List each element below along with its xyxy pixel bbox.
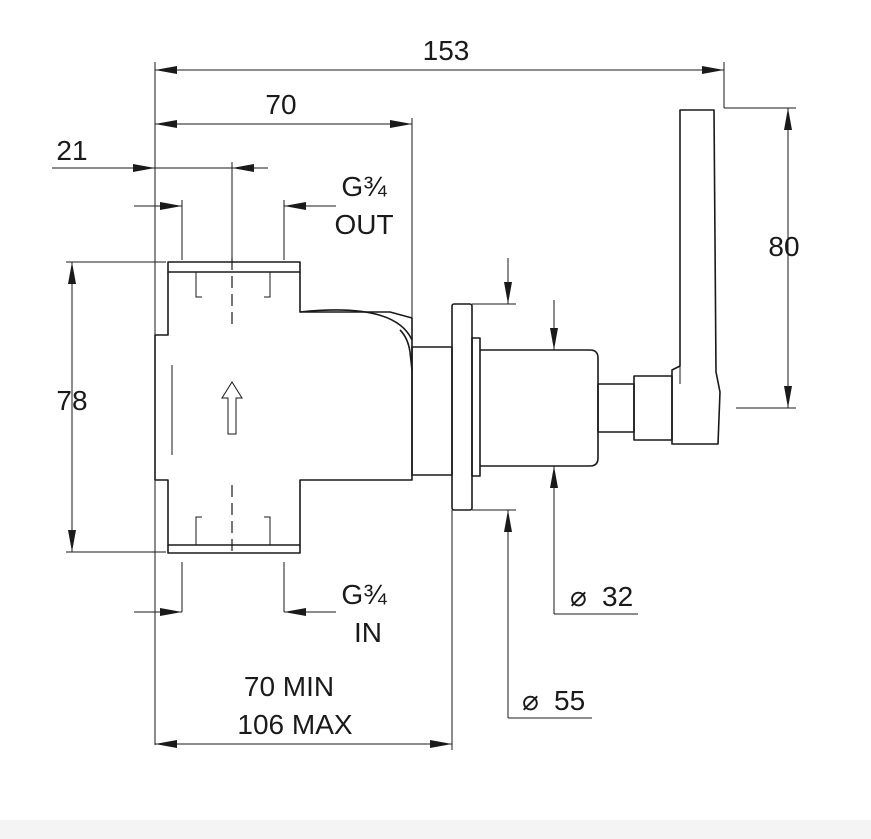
footer-strip <box>0 820 871 839</box>
outlet-thread-size: G¾ <box>341 171 387 202</box>
dim-min-depth: 70 MIN <box>244 671 334 702</box>
cartridge-assembly <box>411 109 721 511</box>
dim-body-height: 78 <box>56 385 87 416</box>
inlet-label: IN <box>354 617 382 648</box>
diameter-32-value: 32 <box>602 581 633 612</box>
diameter-55-symbol: ⌀ <box>522 685 539 716</box>
valve-body <box>154 258 413 555</box>
flow-arrow-icon <box>221 381 243 435</box>
dim-overall-length: 153 <box>423 35 470 66</box>
dim-max-depth: 106 MAX <box>237 709 352 740</box>
dim-body-width: 70 <box>265 89 296 120</box>
dim-handle-height: 80 <box>768 231 799 262</box>
outlet-label: OUT <box>334 209 393 240</box>
inlet-thread-size: G¾ <box>341 579 387 610</box>
dimension-labels: 153 70 21 G¾ OUT 78 80 G¾ IN ⌀ 32 ⌀ 55 7… <box>56 35 799 740</box>
diameter-32-symbol: ⌀ <box>570 581 587 612</box>
diameter-55-value: 55 <box>554 685 585 716</box>
dimension-lines <box>52 62 796 750</box>
dim-offset: 21 <box>56 135 87 166</box>
